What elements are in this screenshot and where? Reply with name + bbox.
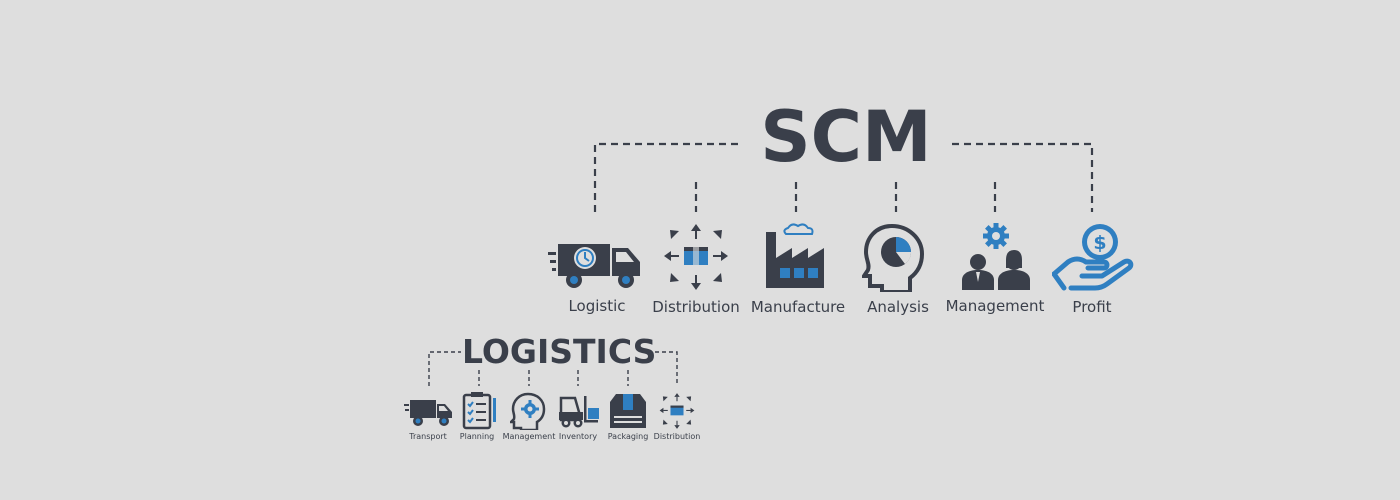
distribution-box-arrows-icon [659, 393, 695, 429]
logistics-connector-left [428, 351, 461, 386]
logistics-connector-right [648, 351, 678, 386]
logistics-label-distribution: Distribution [653, 432, 701, 441]
logistics-label-transport: Transport [409, 432, 447, 441]
head-gear-icon [510, 392, 546, 430]
logistics-title: LOGISTICS [462, 332, 657, 371]
factory-icon [766, 223, 824, 288]
scm-label-profit: Profit [1072, 298, 1112, 316]
scm-connector-right [952, 142, 1094, 212]
logistics-label-planning: Planning [459, 432, 495, 441]
scm-label-analysis: Analysis [867, 298, 929, 316]
logistics-label-inventory: Inventory [558, 432, 598, 441]
logistics-label-packaging: Packaging [607, 432, 649, 441]
logistics-label-management: Management [502, 432, 556, 441]
scm-label-distribution: Distribution [652, 298, 740, 316]
delivery-truck-clock-icon [548, 244, 640, 288]
scm-label-manufacture: Manufacture [750, 298, 846, 316]
distribution-box-arrows-icon [664, 224, 728, 290]
checklist-clipboard-icon [462, 392, 496, 430]
scm-label-management: Management [945, 297, 1045, 315]
scm-title: SCM [760, 96, 932, 178]
truck-icon [404, 400, 452, 426]
head-pie-chart-icon [862, 223, 925, 292]
scm-label-logistic: Logistic [568, 297, 626, 315]
hand-dollar-coin-icon: $ [1052, 224, 1134, 291]
scm-connector-left [593, 142, 740, 212]
svg-text:$: $ [1093, 232, 1106, 254]
team-gear-icon [962, 223, 1030, 290]
forklift-icon [559, 396, 599, 428]
package-box-icon [610, 394, 646, 428]
